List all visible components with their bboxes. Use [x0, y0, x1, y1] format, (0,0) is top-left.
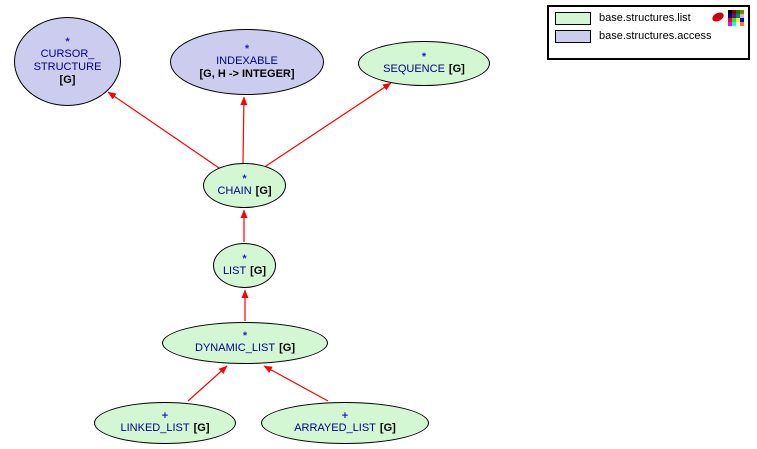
class-name: LINKED_LIST — [120, 422, 190, 434]
deferred-marker: * — [421, 50, 427, 63]
inherit-arrow-chain-to-indexable — [240, 96, 248, 164]
deferred-marker: * — [242, 172, 247, 185]
generic-params: [G] — [279, 342, 295, 354]
generic-params: [G] — [193, 422, 210, 434]
inherit-arrow-chain-to-cursor-structure — [107, 91, 223, 171]
class-name: STRUCTURE — [33, 60, 102, 73]
legend-row-list: base.structures.list — [555, 12, 748, 25]
deferred-marker: * — [65, 35, 70, 48]
access-cluster-swatch — [555, 30, 591, 43]
generic-params: [G] — [255, 184, 272, 197]
class-node-linked-list[interactable]: + LINKED_LIST[G] — [94, 402, 236, 444]
legend-row-access: base.structures.access — [555, 30, 748, 43]
class-name: ARRAYED_LIST — [294, 422, 376, 434]
red-ellipse-icon — [712, 12, 724, 22]
class-name: CURSOR_ — [40, 47, 95, 60]
inherit-arrow-arrayed-list-to-dynamic-list — [263, 365, 329, 402]
deferred-marker: * — [242, 252, 247, 265]
color-grid-icon — [728, 10, 744, 26]
deferred-marker: * — [242, 330, 248, 342]
legend-label: base.structures.access — [599, 30, 712, 42]
generic-params: [G] — [59, 73, 76, 86]
legend-corner-icons — [711, 10, 744, 26]
class-node-dynamic-list[interactable]: * DYNAMIC_LIST[G] — [162, 322, 328, 364]
effective-marker: + — [341, 410, 349, 422]
class-node-chain[interactable]: * CHAIN[G] — [203, 163, 286, 208]
class-name: INDEXABLE — [216, 54, 278, 67]
effective-marker: + — [161, 410, 169, 422]
class-name: CHAIN — [217, 184, 252, 197]
class-name: SEQUENCE — [383, 62, 445, 75]
class-node-cursor-structure[interactable]: * CURSOR_ STRUCTURE [G] — [14, 17, 121, 106]
inherit-arrow-linked-list-to-dynamic-list — [187, 365, 228, 402]
inherit-arrow-chain-to-sequence — [262, 82, 392, 169]
generic-params: [G] — [250, 264, 267, 277]
class-node-indexable[interactable]: * INDEXABLE [G, H -> INTEGER] — [170, 29, 324, 95]
list-cluster-swatch — [555, 12, 591, 25]
class-name: LIST — [222, 264, 247, 277]
class-name: DYNAMIC_LIST — [195, 342, 276, 354]
legend-label: base.structures.list — [599, 12, 691, 24]
cluster-legend: base.structures.list base.structures.acc… — [547, 5, 750, 60]
class-node-list[interactable]: * LIST[G] — [213, 243, 276, 288]
class-node-sequence[interactable]: * SEQUENCE[G] — [358, 41, 490, 86]
deferred-marker: * — [244, 42, 250, 55]
generic-params: [G, H -> INTEGER] — [199, 67, 295, 80]
generic-params: [G] — [448, 62, 465, 75]
generic-params: [G] — [379, 422, 396, 434]
class-node-arrayed-list[interactable]: + ARRAYED_LIST[G] — [261, 402, 429, 444]
